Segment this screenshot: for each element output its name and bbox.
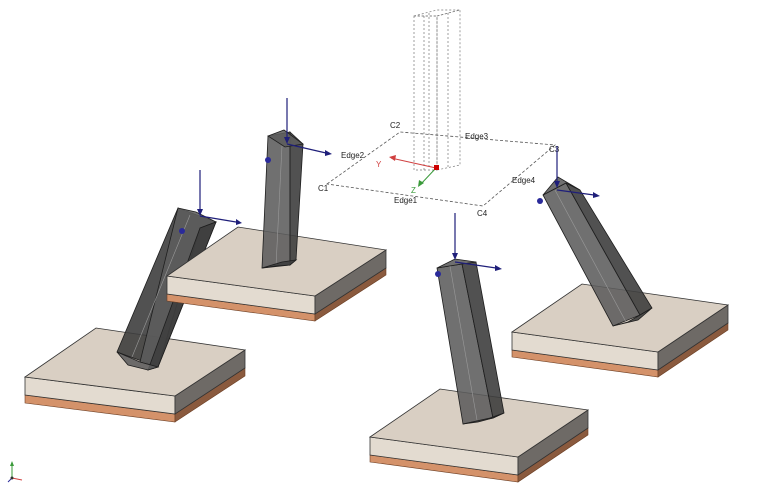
corner-label-c4: C4 [477, 209, 488, 218]
assembly-back-left [165, 98, 388, 322]
local-axis-triad: Y Z [376, 155, 439, 195]
post-right [542, 176, 653, 327]
assembly-right [510, 146, 730, 378]
axis-label-y: Y [376, 160, 382, 169]
assembly-left [23, 170, 247, 423]
base-plate-front-middle [368, 388, 590, 483]
load-arrow-front-middle [435, 213, 502, 277]
edge-label-edge3: Edge3 [465, 132, 489, 141]
base-plate-left [23, 327, 247, 423]
origin-marker [434, 165, 439, 170]
load-arrow-back-left [265, 98, 332, 163]
edge-label-edge1: Edge1 [394, 196, 418, 205]
post-front-middle [436, 258, 505, 425]
reference-column-outline [413, 9, 461, 171]
edge-label-edge2: Edge2 [341, 151, 365, 160]
reference-plane-outline [325, 131, 556, 207]
corner-label-c3: C3 [549, 145, 560, 154]
assembly-front-middle [368, 213, 590, 483]
load-arrow-left [179, 170, 242, 234]
edge-label-edge4: Edge4 [512, 176, 536, 185]
reference-frame: C2 C3 C1 C4 Edge3 Edge2 Edge4 Edge1 Y Z [318, 9, 560, 218]
corner-label-c2: C2 [390, 121, 401, 130]
load-arrow-right [537, 146, 600, 204]
corner-label-c1: C1 [318, 184, 329, 193]
post-back-left [261, 129, 304, 269]
global-axis-triad-icon [7, 461, 23, 483]
axis-label-z: Z [411, 186, 416, 195]
